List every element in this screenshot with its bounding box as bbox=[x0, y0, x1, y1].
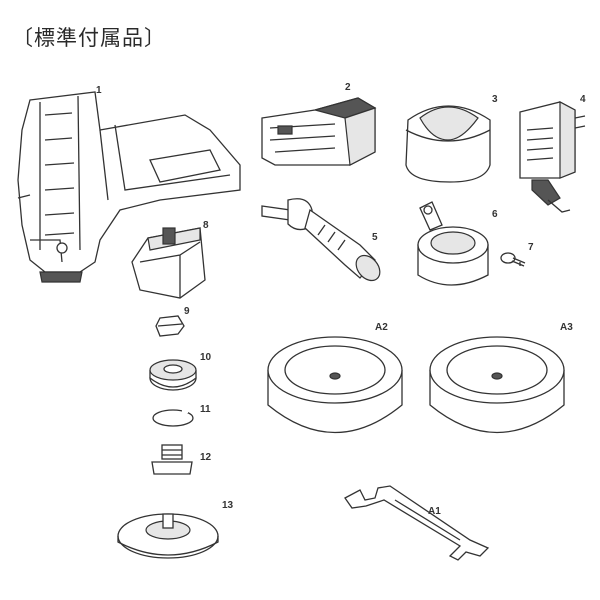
part-label-5: 5 bbox=[372, 232, 378, 243]
part-label-12: 12 bbox=[200, 452, 212, 463]
spanner-wrench-icon bbox=[344, 485, 490, 561]
part-label-7: 7 bbox=[528, 242, 534, 253]
screw-icon bbox=[500, 252, 526, 267]
part-label-a2: A2 bbox=[375, 322, 388, 333]
part-label-9: 9 bbox=[184, 306, 190, 317]
part-label-a3: A3 bbox=[560, 322, 573, 333]
spindle-fitting-icon bbox=[151, 444, 193, 475]
ball-bearing-icon bbox=[149, 359, 197, 391]
wheel-guard-icon bbox=[417, 201, 489, 286]
side-handle-icon bbox=[261, 198, 381, 282]
part-label-2: 2 bbox=[345, 82, 351, 93]
nut-icon bbox=[155, 315, 185, 337]
backing-pad-icon bbox=[117, 513, 219, 559]
part-label-1: 1 bbox=[96, 85, 102, 96]
retaining-ring-icon bbox=[152, 409, 194, 427]
part-label-4: 4 bbox=[580, 94, 586, 105]
part-label-10: 10 bbox=[200, 352, 212, 363]
part-label-3: 3 bbox=[492, 94, 498, 105]
page-title: 〔標準付属品〕 bbox=[12, 26, 166, 50]
gear-housing-icon bbox=[131, 227, 206, 299]
battery-cover-icon bbox=[405, 105, 491, 183]
part-label-a1: A1 bbox=[428, 506, 441, 517]
cordless-polisher-body-icon bbox=[17, 91, 241, 283]
part-label-6: 6 bbox=[492, 209, 498, 220]
part-label-8: 8 bbox=[203, 220, 209, 231]
battery-pack-icon bbox=[261, 97, 377, 166]
part-label-11: 11 bbox=[200, 404, 211, 415]
part-label-13: 13 bbox=[222, 500, 234, 511]
sponge-pad-icon bbox=[429, 336, 565, 433]
charger-adapter-icon bbox=[519, 101, 586, 213]
sponge-pad-icon bbox=[267, 336, 403, 433]
